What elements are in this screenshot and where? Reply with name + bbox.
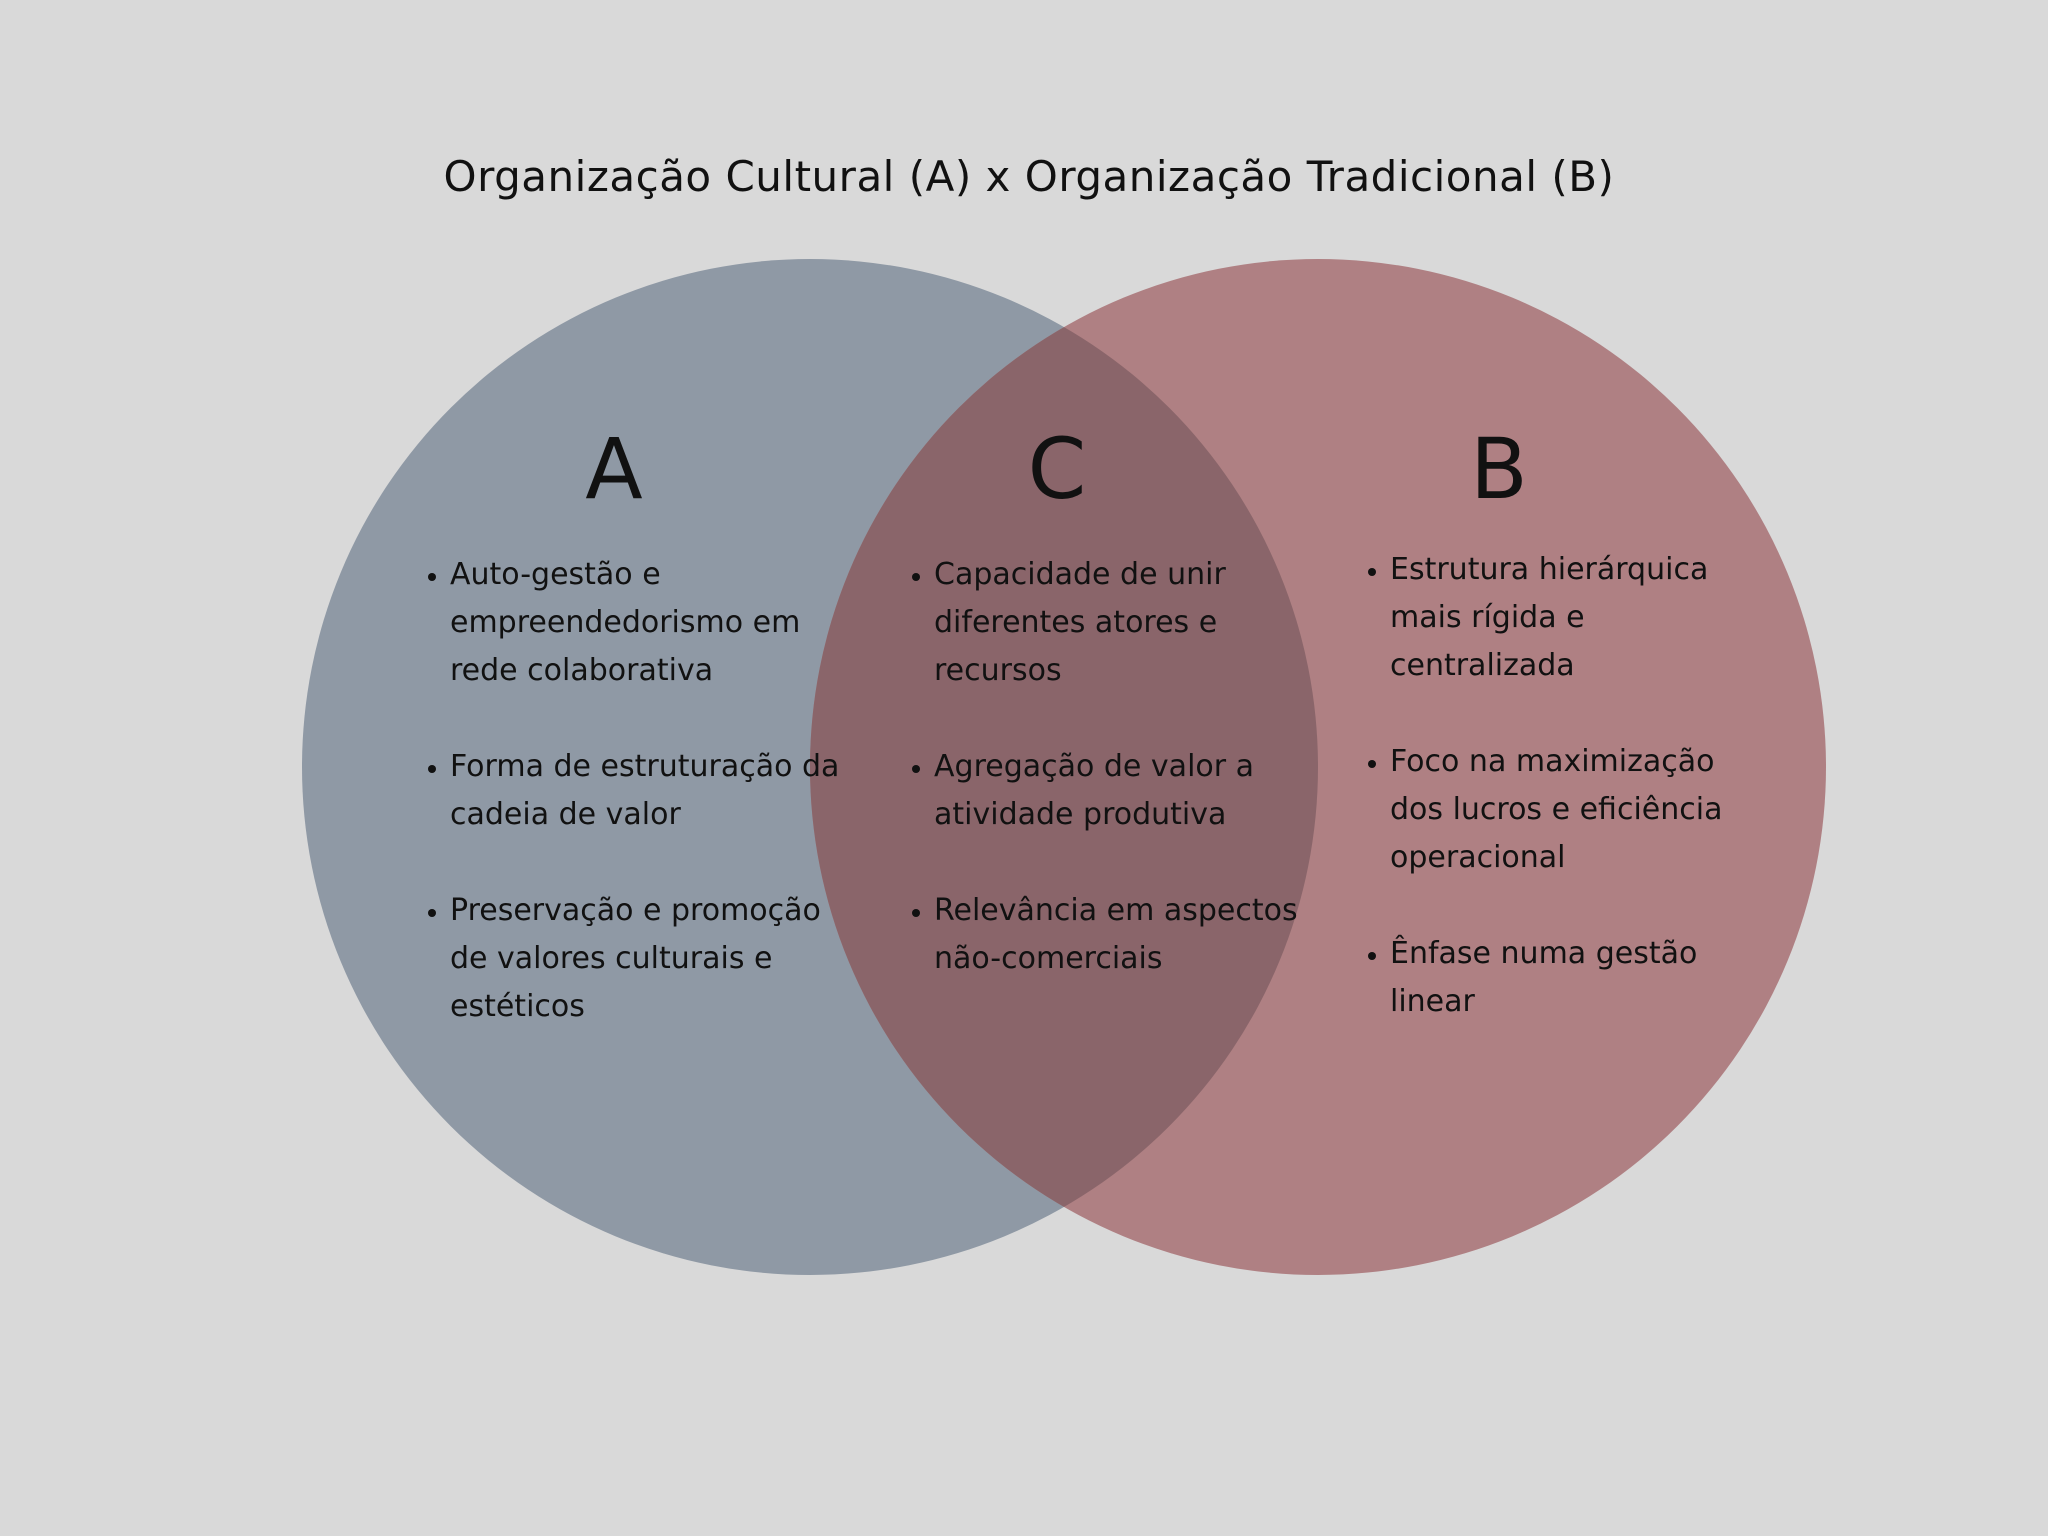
set-a-list: Auto-gestão e empreendedorismo em rede c…: [410, 551, 850, 1079]
list-item: Ênfase numa gestão linear: [1390, 930, 1770, 1026]
set-b-label: B: [1470, 420, 1528, 518]
diagram-title: Organização Cultural (A) x Organização T…: [443, 152, 1615, 201]
list-item: Relevância em aspectos não-comerciais: [934, 887, 1314, 983]
list-item: Capacidade de unir diferentes atores e r…: [934, 551, 1314, 695]
set-a-label: A: [585, 420, 643, 518]
list-item: Auto-gestão e empreendedorismo em rede c…: [450, 551, 850, 695]
list-item: Foco na maximização dos lucros e eficiên…: [1390, 738, 1770, 882]
set-c-label: C: [1027, 420, 1087, 518]
list-item: Agregação de valor a atividade produtiva: [934, 743, 1314, 839]
overlap-c: [810, 259, 1318, 1275]
list-item: Forma de estruturação da cadeia de valor: [450, 743, 850, 839]
list-item: Preservação e promoção de valores cultur…: [450, 887, 850, 1031]
list-item: Estrutura hierárquica mais rígida e cent…: [1390, 546, 1770, 690]
set-c-list: Capacidade de unir diferentes atores e r…: [894, 551, 1314, 1031]
set-b-list: Estrutura hierárquica mais rígida e cent…: [1350, 546, 1770, 1074]
